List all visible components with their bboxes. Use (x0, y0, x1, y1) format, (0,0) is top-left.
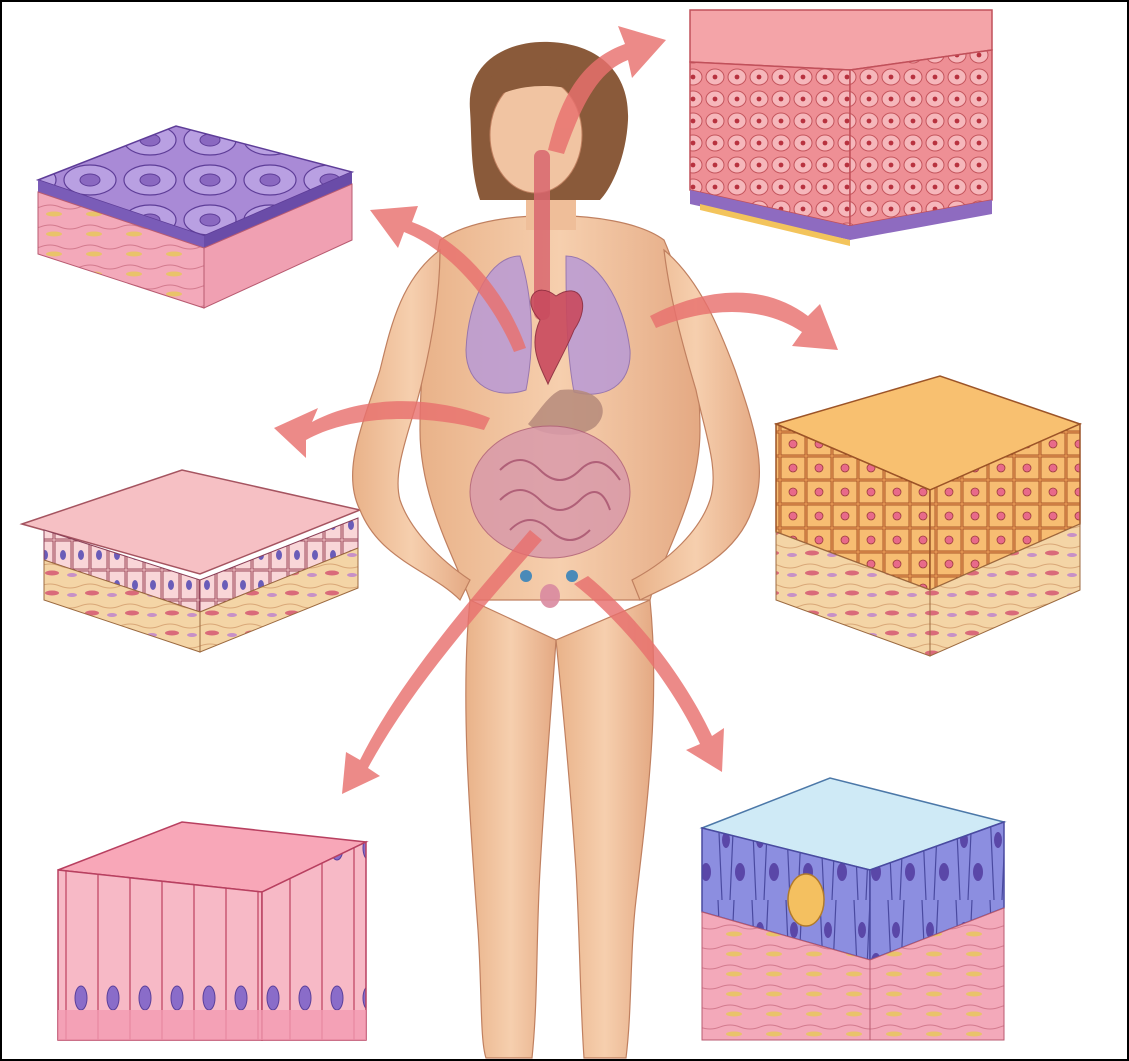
tissue-block-pseudostratified (702, 778, 1004, 1040)
tissue-block-simple-columnar (58, 822, 366, 1040)
tissue-block-stratified-squamous (690, 10, 992, 246)
